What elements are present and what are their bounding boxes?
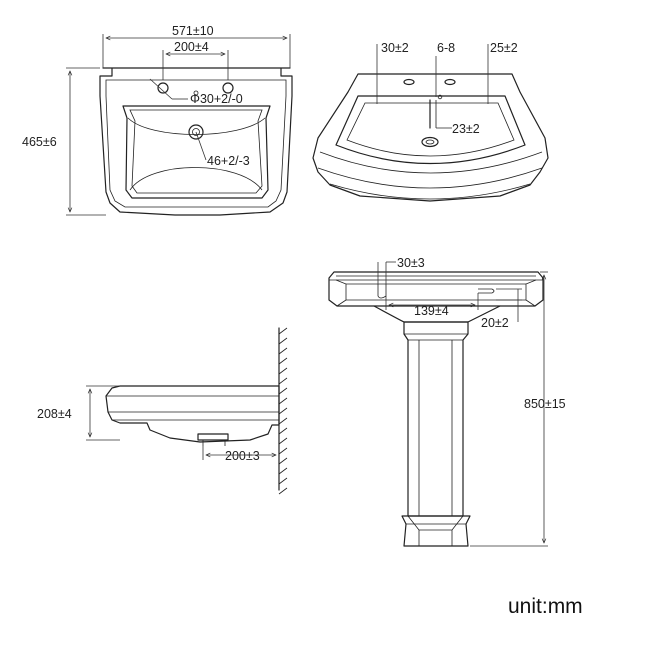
width-dim-label: 571±10: [172, 24, 214, 38]
bowl-outline: [122, 105, 271, 199]
bowl-facet-bottom: [129, 167, 263, 191]
perspective-waste: [421, 136, 439, 148]
tap-hole-left: [157, 82, 169, 94]
perspective-right-dim-label: 25±2: [490, 41, 518, 55]
waste-leader: [195, 131, 207, 161]
unit-label: unit:mm: [508, 595, 583, 618]
front-right-dim-label: 20±2: [481, 316, 509, 330]
perspective-left-dim-label: 30±2: [381, 41, 409, 55]
side-height-dim-label: 208±4: [37, 407, 72, 421]
side-view-basin: [105, 327, 288, 495]
total-height-dim-label: 850±15: [524, 397, 566, 411]
side-view-dimensions: [86, 385, 276, 460]
perspective-rim-edge: [319, 151, 543, 174]
perspective-rim-edge-2: [317, 167, 543, 189]
perspective-dimensions: [376, 44, 489, 129]
perspective-center-dim-label: 6-8: [437, 41, 455, 55]
waste-outer: [188, 124, 204, 140]
side-basin-profile: [105, 385, 280, 443]
bowl-facet-top: [127, 117, 266, 135]
tap-hole-leader: [149, 78, 173, 100]
front-view-dimensions: [377, 261, 548, 547]
side-waste: [197, 433, 229, 441]
front-top-dim-label: 30±3: [397, 256, 425, 270]
basin-outline-top: [99, 67, 293, 216]
perspective-outer: [312, 73, 549, 202]
bowl-inner: [129, 109, 263, 194]
perspective-bottom-dim-label: 23±2: [452, 122, 480, 136]
waste-inner: [192, 128, 200, 136]
depth-dim-label: 465±6: [22, 135, 57, 149]
waste-dim-label: 46+2/-3: [207, 154, 250, 168]
tap-spacing-dim-label: 200±4: [174, 40, 209, 54]
overflow-hole: [193, 90, 199, 96]
wall-hatch: [278, 327, 288, 495]
top-view-dimensions: [66, 34, 291, 216]
pedestal-column: [403, 321, 469, 517]
top-view-basin: [99, 67, 293, 216]
perspective-tap-left: [403, 78, 415, 86]
perspective-bowl: [335, 95, 526, 165]
perspective-tap-right: [444, 78, 456, 86]
perspective-view-basin: [312, 73, 549, 202]
basin-rim: [105, 79, 287, 208]
front-mid-dim-label: 139±4: [414, 304, 449, 318]
tap-hole-dim-label: Φ30+2/-0: [190, 92, 243, 106]
side-projection-dim-label: 200±3: [225, 449, 260, 463]
tap-hole-right: [222, 82, 234, 94]
